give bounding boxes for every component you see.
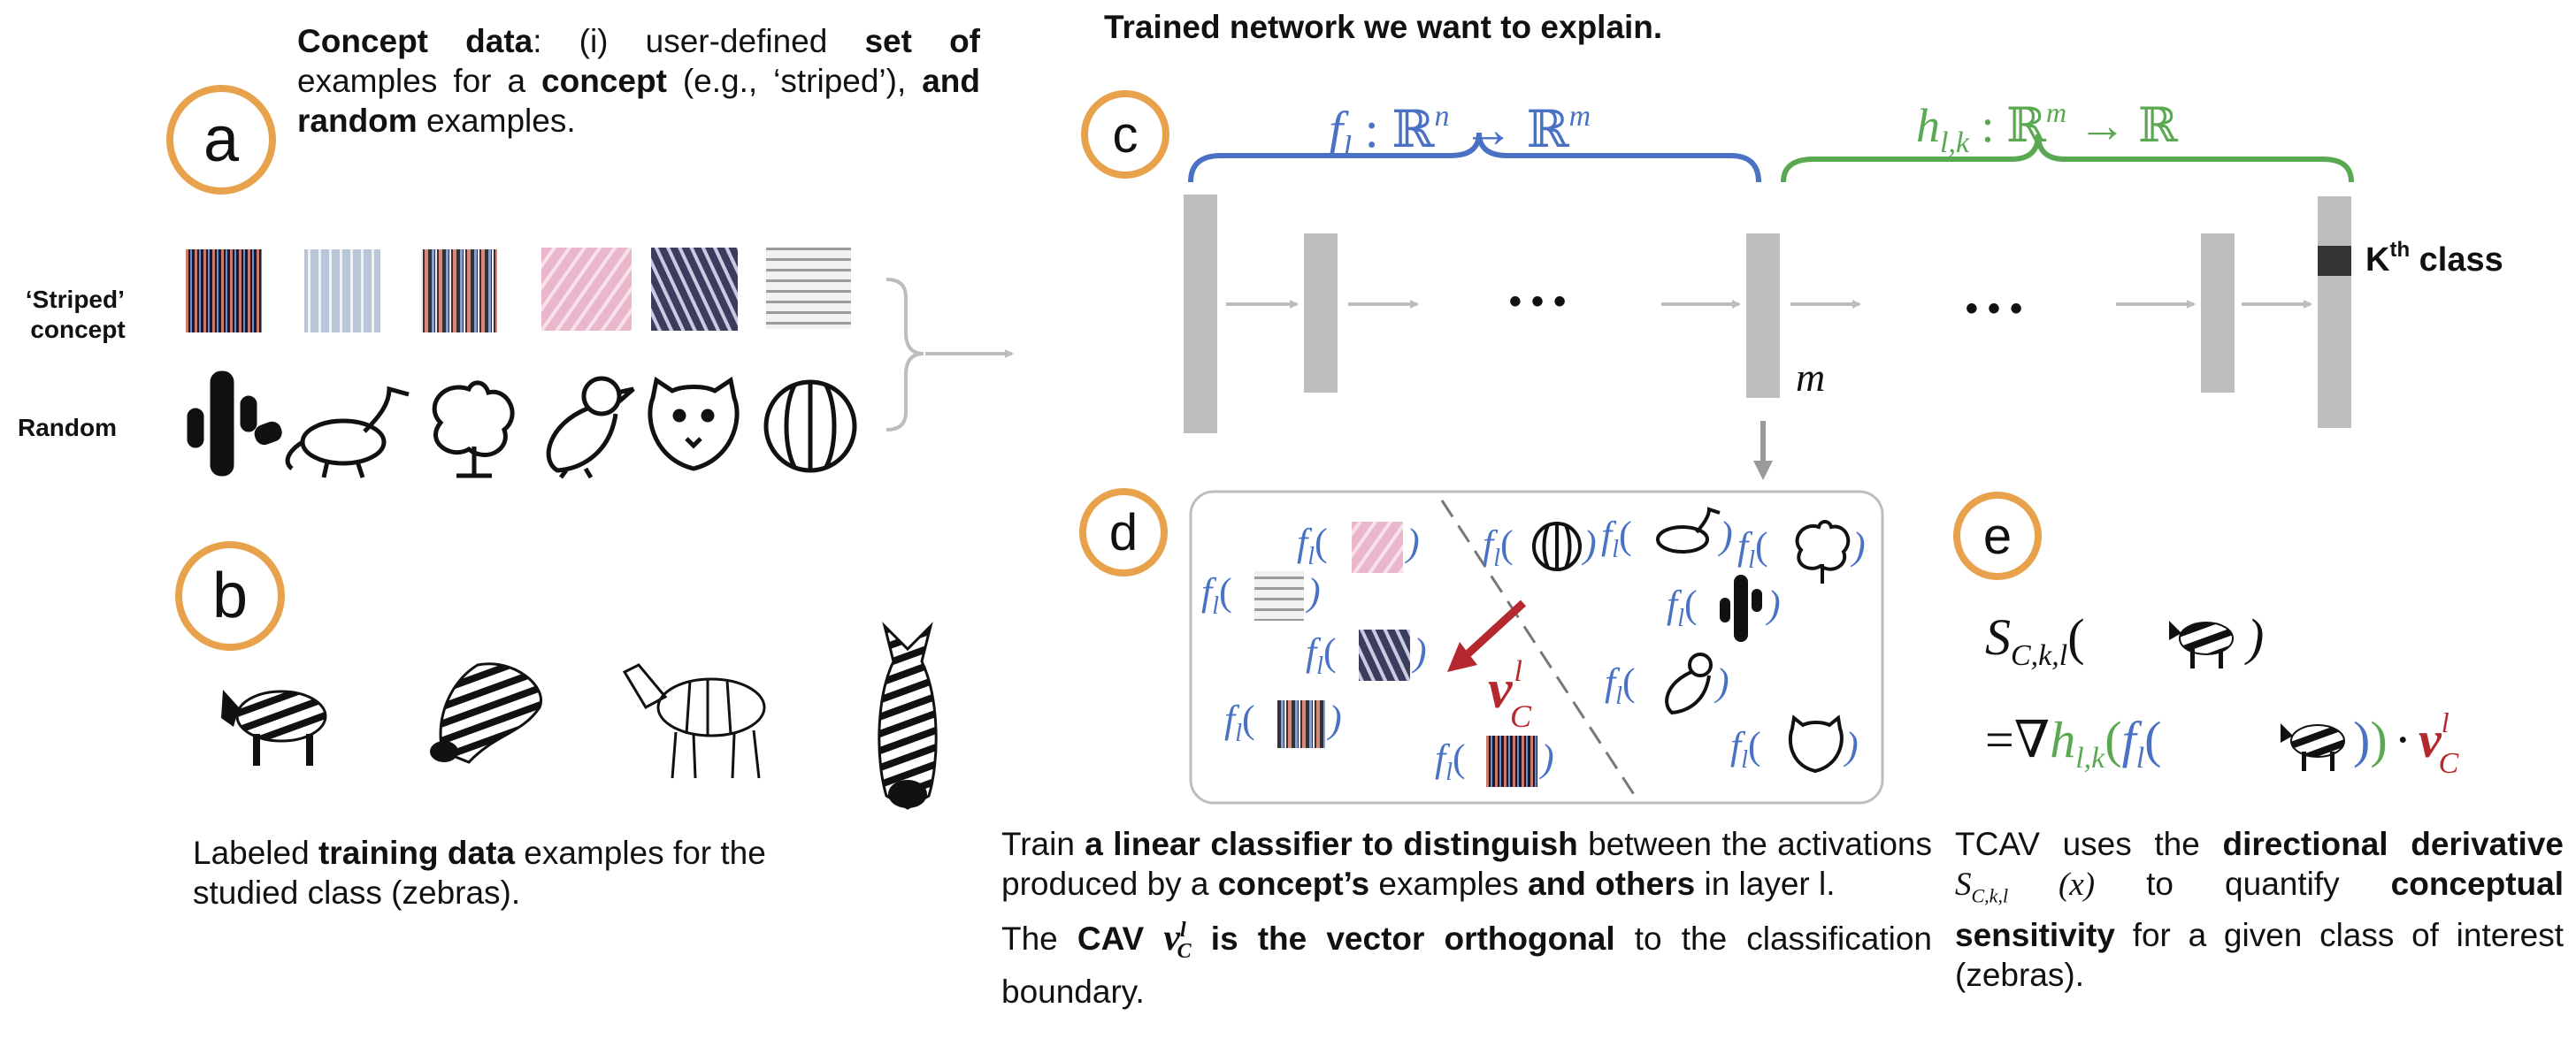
svg-text:fl(: fl( xyxy=(1737,524,1768,574)
cactus-icon xyxy=(187,370,282,477)
dinosaur-icon xyxy=(285,386,410,478)
striped-example-3 xyxy=(421,249,497,332)
activation-multi: fl( ) xyxy=(1224,698,1342,748)
panel-a-badge xyxy=(166,85,276,195)
watermelon-icon xyxy=(763,379,857,473)
bird-icon xyxy=(1665,653,1713,715)
svg-text:): ) xyxy=(1326,698,1342,741)
svg-text:): ) xyxy=(1411,630,1427,674)
activation-gray: fl( ) xyxy=(1201,570,1321,621)
svg-text:): ) xyxy=(1714,661,1729,704)
panel-d-badge xyxy=(1079,488,1168,577)
layer-size-m: m xyxy=(1796,355,1825,400)
h-mapping-label: hl,k : ℝm → ℝ xyxy=(1916,96,2179,159)
panel-c-title: Trained network we want to explain. xyxy=(1104,9,1663,45)
zebra-icon xyxy=(2281,723,2345,771)
hidden-layer-1 xyxy=(1304,233,1338,393)
f-mapping-label: fl : ℝn → ℝm xyxy=(1329,100,1591,164)
zebra-examples xyxy=(221,622,938,810)
dinosaur-icon xyxy=(1656,507,1721,554)
zebra-icon xyxy=(2169,621,2234,668)
sensitivity-lhs: SC,k,l( xyxy=(1985,608,2085,672)
sensitivity-lhs-close: ) xyxy=(2244,608,2264,666)
panel-e-description: TCAV uses the directional derivative SC,… xyxy=(1955,826,2564,994)
zebra-icon xyxy=(221,690,327,766)
ellipsis-2: • • • xyxy=(1966,289,2022,328)
panel-d-letter: d xyxy=(1109,504,1138,561)
svg-text:): ) xyxy=(1717,514,1733,557)
activation-vertical: fl( ) xyxy=(1435,736,1554,787)
panel-e-badge xyxy=(1953,492,2042,580)
panel-d-description-line2: The CAV vlC is the vector orthogonal to … xyxy=(1001,918,1933,1011)
cav-arrowhead xyxy=(1447,642,1477,672)
f-brace xyxy=(1188,132,1761,183)
striped-example-2 xyxy=(304,249,380,332)
layer-l xyxy=(1746,233,1780,398)
network-layers xyxy=(1184,195,2351,433)
tree-icon xyxy=(1795,520,1851,584)
striped-example-1 xyxy=(186,249,262,332)
panel-b-letter: b xyxy=(212,561,248,631)
svg-text:): ) xyxy=(1404,521,1420,564)
svg-text:): ) xyxy=(1538,737,1554,780)
svg-text:): ) xyxy=(1765,583,1781,626)
h-brace xyxy=(1781,134,2354,183)
panel-a-brace xyxy=(886,278,924,432)
zebra-outline-icon xyxy=(622,663,766,779)
watermelon-icon xyxy=(1532,522,1582,571)
kth-class-label: Kth class xyxy=(2365,238,2503,279)
panel-b-description: Labeled training data examples for the s… xyxy=(193,835,766,911)
panel-d-description-line1: Train a linear classifier to distinguish… xyxy=(1001,826,1932,902)
sensitivity-rhs: =∇hl,k(fl( xyxy=(1985,711,2162,775)
activation-pink: fl( ) xyxy=(1297,521,1420,573)
cav-vector xyxy=(1456,600,1527,665)
panel-a-description: Concept data: (i) user-defined set of ex… xyxy=(297,23,981,139)
panel-c-badge xyxy=(1081,90,1169,179)
striped-examples xyxy=(186,248,851,332)
panel-d-description: Train a linear classifier to distinguish… xyxy=(1001,824,1932,1012)
random-examples xyxy=(187,370,857,479)
activation-cactus: fl( ) xyxy=(1667,575,1781,642)
zebra-face-icon xyxy=(878,622,938,810)
svg-text:): ) xyxy=(1843,724,1859,768)
ellipsis-1: • • • xyxy=(1509,282,1566,321)
activation-dark: fl( ) xyxy=(1306,630,1427,681)
striped-example-6 xyxy=(766,248,851,329)
panel-c-letter: c xyxy=(1113,106,1138,164)
bird-icon xyxy=(546,376,635,479)
svg-text:): ) xyxy=(1305,570,1321,614)
panel-b-badge xyxy=(175,541,285,651)
hidden-layer-last xyxy=(2201,233,2235,393)
striped-concept-label: ‘Striped’ concept xyxy=(26,286,130,343)
panel-e-letter: e xyxy=(1983,508,2012,565)
random-label: Random xyxy=(18,414,117,441)
panel-b: b xyxy=(175,541,938,810)
cactus-icon xyxy=(1720,575,1762,642)
panel-c: c fl : ℝn → ℝm hl,k : ℝm → ℝ • • • xyxy=(1081,90,2503,480)
kth-class-unit xyxy=(2318,246,2351,276)
panel-a-letter: a xyxy=(203,104,240,175)
zebra-head-icon xyxy=(430,662,543,764)
panel-a: a ‘Striped’ concept Random xyxy=(18,85,1014,479)
output-layer xyxy=(2318,196,2351,428)
tree-icon xyxy=(432,380,515,478)
svg-text:): ) xyxy=(1581,523,1597,566)
activation-tree: fl( ) xyxy=(1737,520,1866,584)
svg-text:): ) xyxy=(1850,524,1866,568)
tiger-icon xyxy=(1788,714,1844,774)
tiger-icon xyxy=(648,376,740,471)
random-activations: fl( ) fl( ) fl( ) xyxy=(1483,507,1866,774)
striped-example-4 xyxy=(541,248,632,331)
striped-example-5 xyxy=(651,248,738,331)
activation-watermelon: fl( ) xyxy=(1483,522,1597,572)
input-layer xyxy=(1184,195,1217,433)
